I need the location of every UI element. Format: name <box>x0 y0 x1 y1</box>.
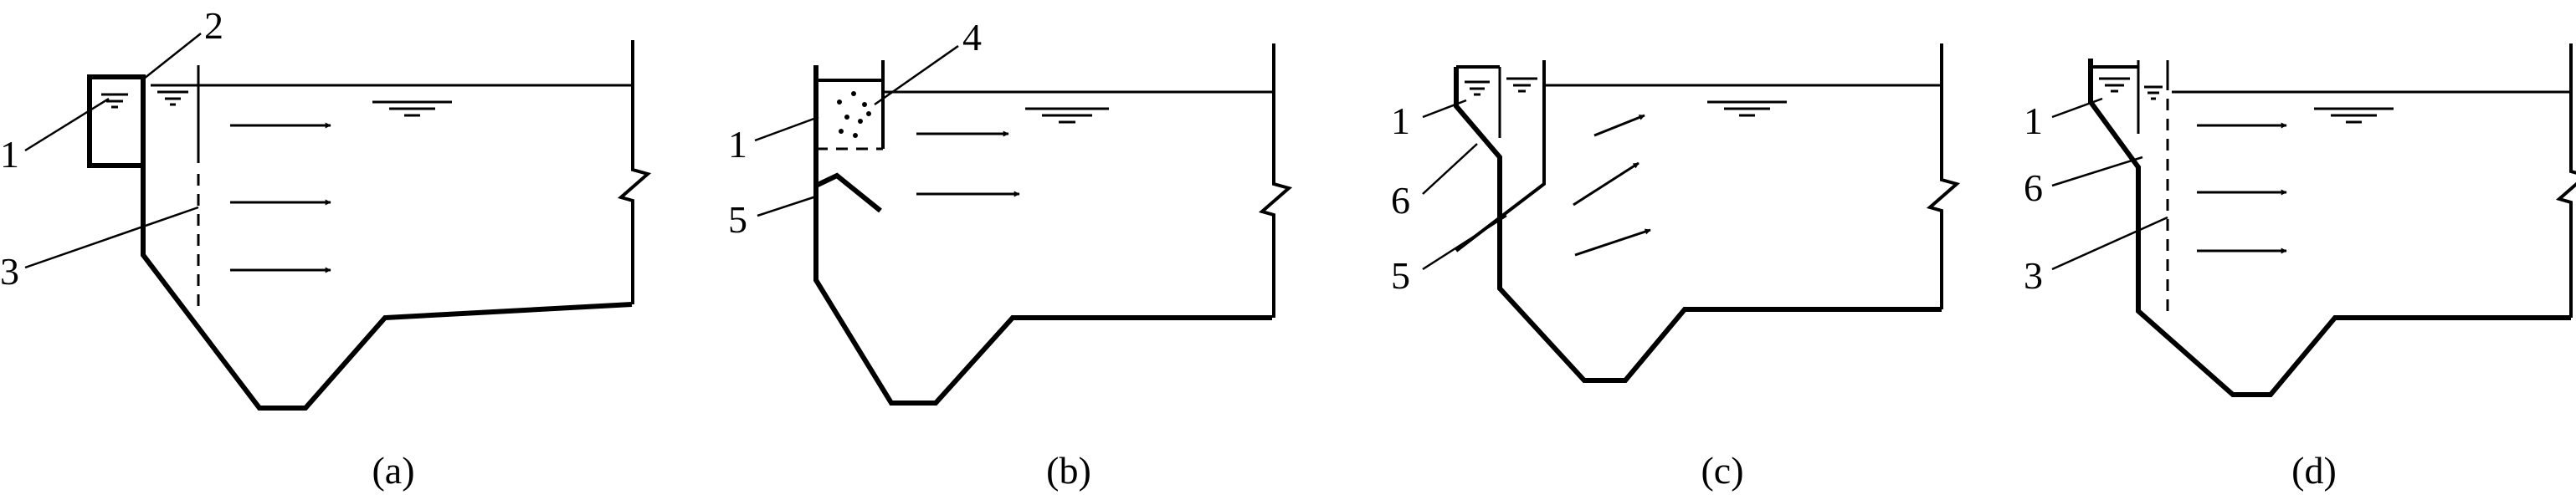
leader-line <box>2051 156 2143 187</box>
leader-line <box>143 33 202 79</box>
flow-arrow <box>1574 228 1651 257</box>
flow-arrow <box>1573 161 1640 207</box>
caption-c: (c) <box>1701 449 1743 492</box>
label-5: 5 <box>1391 254 1410 297</box>
tank-wall <box>141 77 633 411</box>
leader-line <box>754 115 819 142</box>
caption-a: (a) <box>372 449 414 492</box>
leader-line <box>874 44 959 106</box>
water-surface-symbol <box>157 90 188 106</box>
deflector-baffle <box>814 172 882 213</box>
water-surface-symbol <box>2314 107 2394 124</box>
tank-end-wall <box>1926 43 1961 309</box>
water-surface-symbol <box>2144 85 2163 100</box>
caption-b: (b) <box>1046 449 1091 492</box>
leader-line <box>757 195 817 217</box>
label-2: 2 <box>204 4 223 47</box>
tank-wall <box>813 156 1272 406</box>
water-surface-symbol <box>1025 107 1109 124</box>
water-surface-symbol <box>101 93 128 109</box>
panel-a: 1 2 3 (a) <box>0 4 652 492</box>
leader-line <box>24 97 110 152</box>
leader-line <box>1422 143 1478 195</box>
water-surface-symbol <box>1506 77 1537 93</box>
leader-line <box>1422 99 1467 119</box>
panel-c: 1 6 5 (c) <box>1391 43 1961 492</box>
flow-arrow <box>1593 114 1645 137</box>
water-surface-symbol <box>2099 77 2130 93</box>
tank-end-wall <box>1258 43 1293 318</box>
label-1: 1 <box>728 123 747 166</box>
label-1: 1 <box>2024 99 2043 142</box>
tank-end-wall <box>617 40 652 304</box>
panel-b: 1 4 5 (b) <box>728 16 1293 492</box>
porous-media-dots <box>837 91 871 138</box>
inlet-channel <box>87 74 146 168</box>
leader-line <box>2051 97 2103 119</box>
label-6: 6 <box>1391 179 1410 222</box>
tank-end-wall <box>2555 43 2576 318</box>
leader-line <box>2051 216 2168 271</box>
label-6: 6 <box>2024 166 2043 209</box>
label-1: 1 <box>0 133 19 176</box>
water-surface-symbol <box>372 100 452 117</box>
leader-line <box>1422 214 1507 271</box>
label-3: 3 <box>2024 254 2043 297</box>
leader-line <box>24 206 199 269</box>
caption-d: (d) <box>2291 449 2337 492</box>
label-5: 5 <box>728 198 747 241</box>
inlet-channel <box>2088 59 2571 397</box>
panel-d: 1 6 3 (d) <box>2024 43 2576 492</box>
water-surface-symbol <box>1465 80 1490 96</box>
label-3: 3 <box>0 250 19 293</box>
label-4: 4 <box>962 16 982 59</box>
inlet-channel <box>1454 67 1942 383</box>
label-1: 1 <box>1391 99 1410 142</box>
water-surface-symbol <box>1707 100 1787 117</box>
